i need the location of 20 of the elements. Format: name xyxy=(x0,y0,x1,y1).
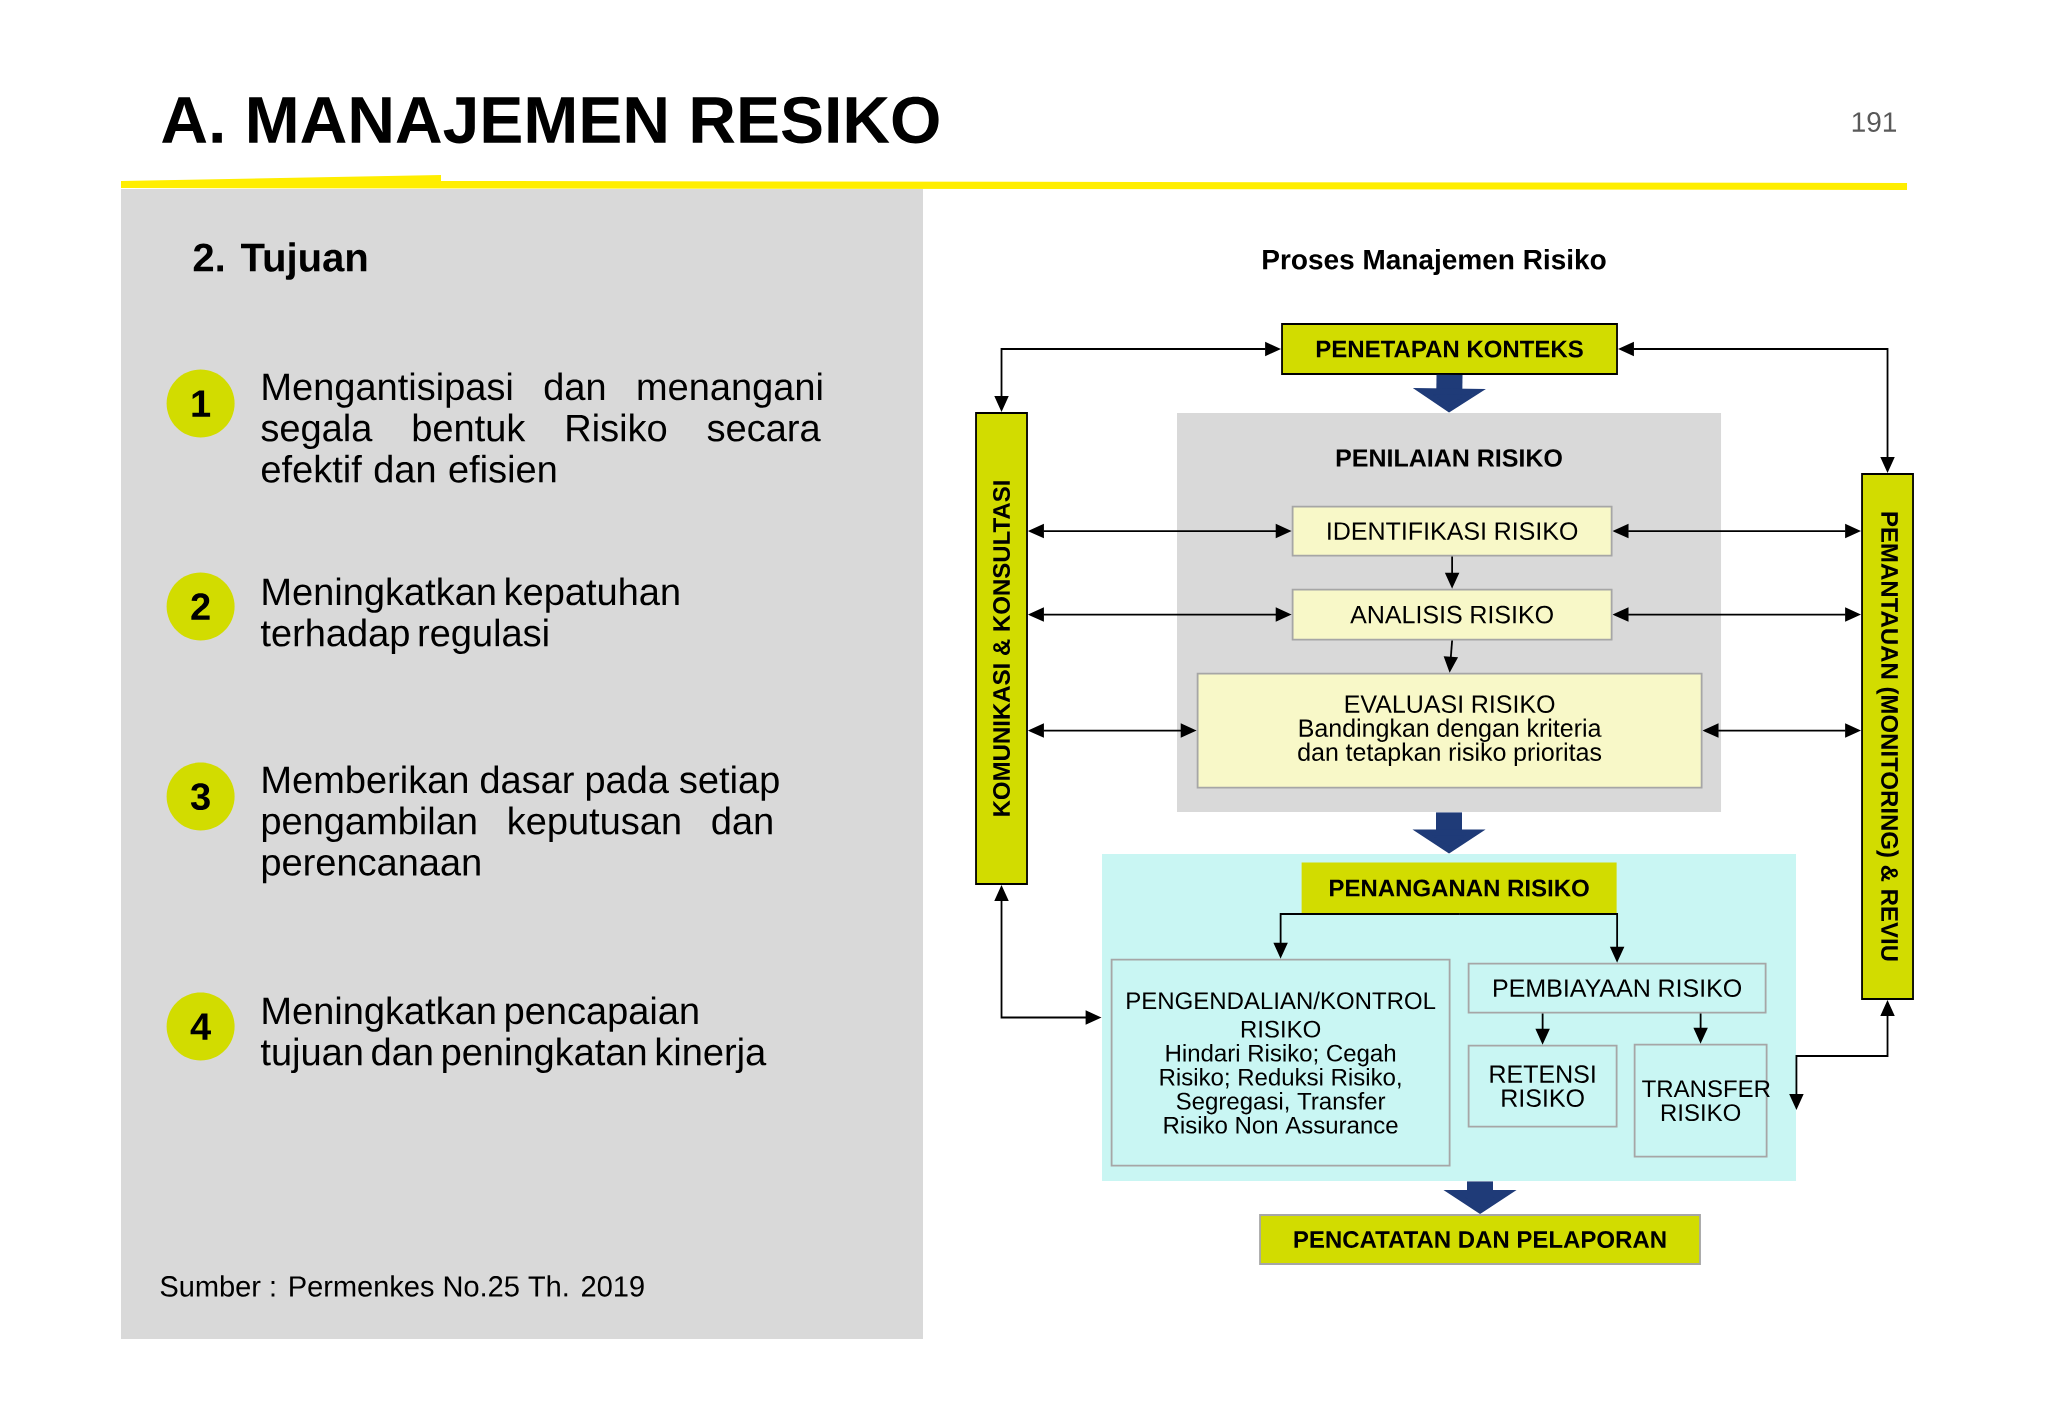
item-text: Memberikan dasar pada setiap pengambilan keputusan dan perencanaan xyxy=(262,765,779,884)
process-box: PENCATATAN DAN PELAPORAN xyxy=(1259,1214,1701,1265)
process-box: PENANGANAN RISIKO xyxy=(1301,862,1617,914)
source-note: Sumber : Permenkes No.25 Th. 2019 xyxy=(160,1275,644,1297)
process-box: PENGENDALIAN/KONTROL RISIKO Hindari Risiko; Cegah Risiko; Reduksi Risiko, Segregasi, Transfer Risiko Non Assurance xyxy=(1110,958,1451,1167)
process-box: PEMBIAYAAN RISIKO xyxy=(1467,962,1767,1014)
process-box: EVALUASI RISIKO Bandingkan dengan kriteria dan tetapkan risiko prioritas xyxy=(1196,672,1703,789)
process-box: PEMANTAUAN (MONITORING) & REVIU xyxy=(1861,473,1914,1000)
item-text: Meningkatkan pencapaian tujuan dan peningkatan kinerja xyxy=(260,996,767,1074)
process-box: TRANSFER RISIKO xyxy=(1633,1043,1770,1158)
item-text: Mengantisipasi dan menangani segala bentuk Risiko secara efektif dan efisien xyxy=(261,372,822,483)
page-number: 191 xyxy=(1852,112,1896,132)
process-box: RETENSI RISIKO xyxy=(1467,1044,1618,1128)
process-box: KOMUNIKASI & KONSULTASI xyxy=(975,412,1028,885)
process-box: ANALISIS RISIKO xyxy=(1291,588,1613,641)
process-box: IDENTIFIKASI RISIKO xyxy=(1291,505,1613,557)
process-box: PENETAPAN KONTEKS xyxy=(1281,323,1618,375)
diagram-label: Proses Manajemen Risiko xyxy=(1263,248,1606,276)
section-heading: 2. Tujuan xyxy=(193,242,367,280)
item-text: Meningkatkan kepatuhan terhadap regulasi xyxy=(260,577,679,655)
